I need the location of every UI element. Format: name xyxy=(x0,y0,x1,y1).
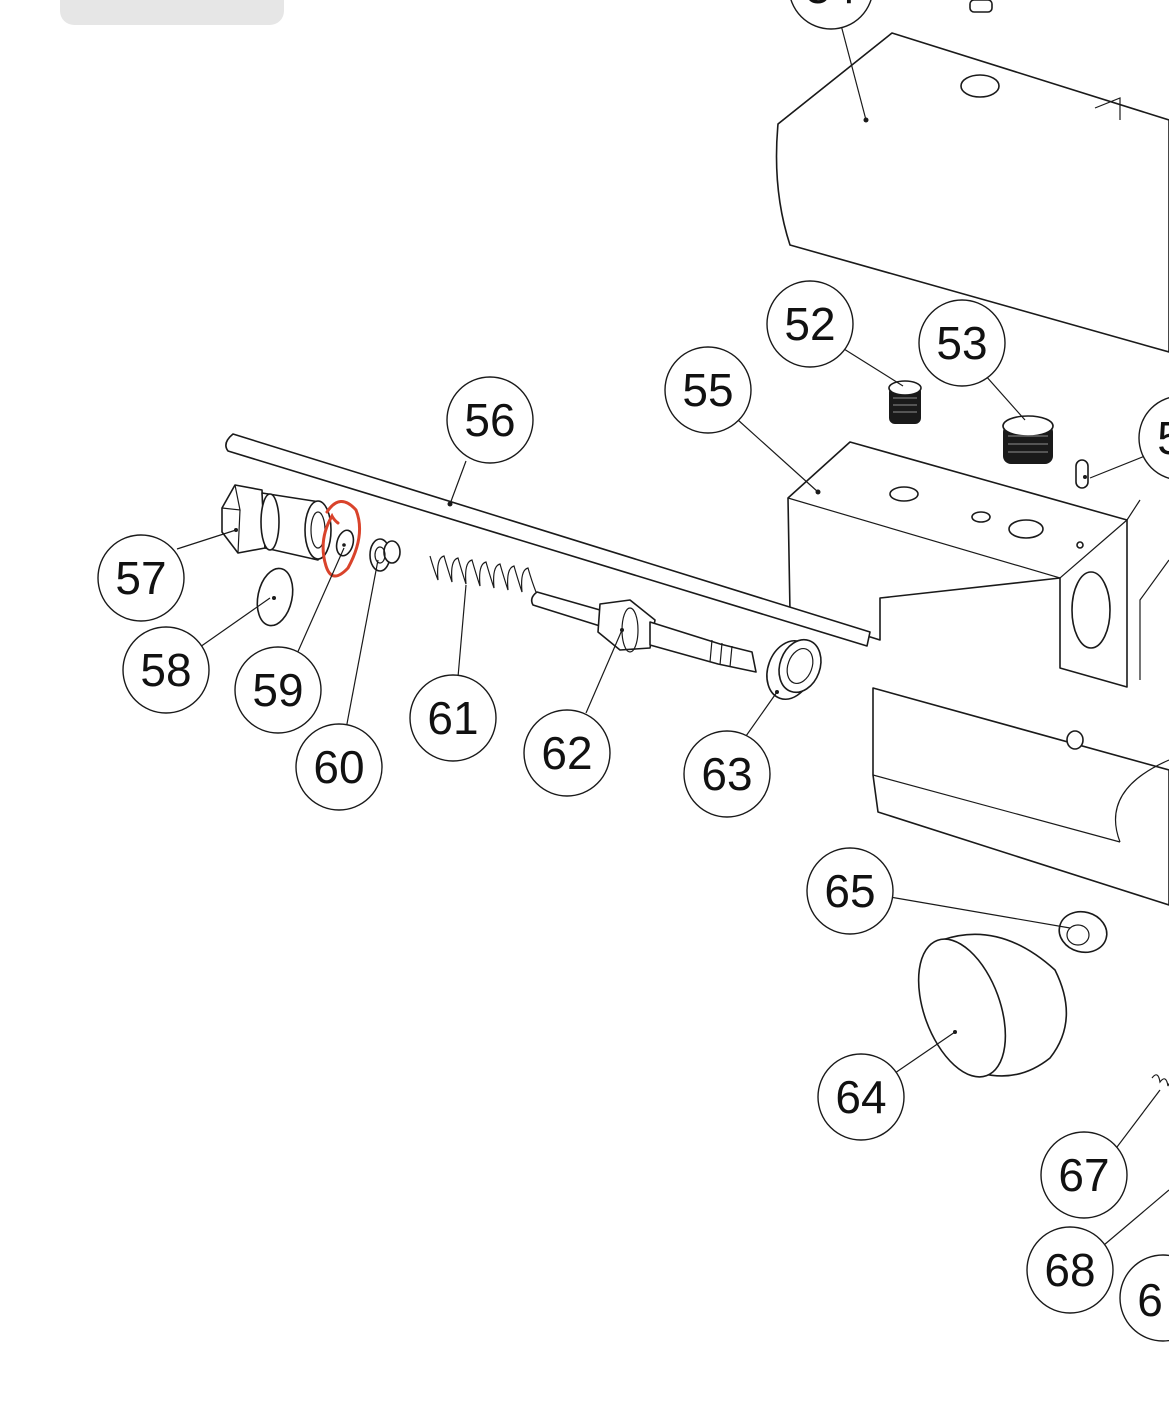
callout-53: 53 xyxy=(919,300,1005,386)
svg-text:52: 52 xyxy=(784,298,835,350)
part-lower-frame xyxy=(873,688,1169,905)
callout-54: 54 xyxy=(789,0,873,29)
part-pin xyxy=(1076,460,1088,488)
callout-60: 60 xyxy=(296,724,382,810)
svg-text:55: 55 xyxy=(682,364,733,416)
part-64-cap xyxy=(902,927,1067,1088)
svg-text:59: 59 xyxy=(252,664,303,716)
svg-text:6: 6 xyxy=(1137,1274,1163,1326)
callout-63: 63 xyxy=(684,731,770,817)
svg-text:68: 68 xyxy=(1044,1244,1095,1296)
part-57-hex-fitting xyxy=(222,485,331,560)
svg-text:54: 54 xyxy=(805,0,856,13)
svg-text:58: 58 xyxy=(140,644,191,696)
svg-text:65: 65 xyxy=(824,865,875,917)
svg-text:62: 62 xyxy=(541,727,592,779)
top-toolbar-chip[interactable] xyxy=(60,0,284,25)
callout-67: 67 xyxy=(1041,1132,1127,1218)
part-61-spring xyxy=(430,556,536,592)
part-60-bushing xyxy=(370,539,400,571)
svg-text:5: 5 xyxy=(1157,412,1169,464)
callout-5x: 5 xyxy=(1139,396,1169,480)
part-52-set-screw xyxy=(889,381,921,424)
part-62-valve-stem xyxy=(532,592,756,672)
svg-text:63: 63 xyxy=(701,748,752,800)
part-55-block xyxy=(788,442,1169,687)
callout-65: 65 xyxy=(807,848,893,934)
part-67-spring xyxy=(1152,1075,1169,1086)
callout-64: 64 xyxy=(818,1054,904,1140)
svg-text:57: 57 xyxy=(115,552,166,604)
callout-61: 61 xyxy=(410,675,496,761)
callout-62: 62 xyxy=(524,710,610,796)
svg-text:56: 56 xyxy=(464,394,515,446)
callout-58: 58 xyxy=(123,627,209,713)
callout-55: 55 xyxy=(665,347,751,433)
callout-59: 59 xyxy=(235,647,321,733)
svg-text:61: 61 xyxy=(427,692,478,744)
svg-text:53: 53 xyxy=(936,317,987,369)
callout-69: 6 xyxy=(1120,1255,1169,1341)
svg-text:64: 64 xyxy=(835,1071,886,1123)
callout-57: 57 xyxy=(98,535,184,621)
svg-text:67: 67 xyxy=(1058,1149,1109,1201)
part-63-ring xyxy=(759,634,828,706)
svg-text:60: 60 xyxy=(313,741,364,793)
callout-56: 56 xyxy=(447,377,533,463)
callout-52: 52 xyxy=(767,281,853,367)
part-53-set-screw xyxy=(1003,416,1053,464)
callout-68: 68 xyxy=(1027,1227,1113,1313)
part-58-washer xyxy=(252,565,297,629)
part-59-disc xyxy=(334,528,356,557)
part-65-grommet xyxy=(1055,906,1112,957)
